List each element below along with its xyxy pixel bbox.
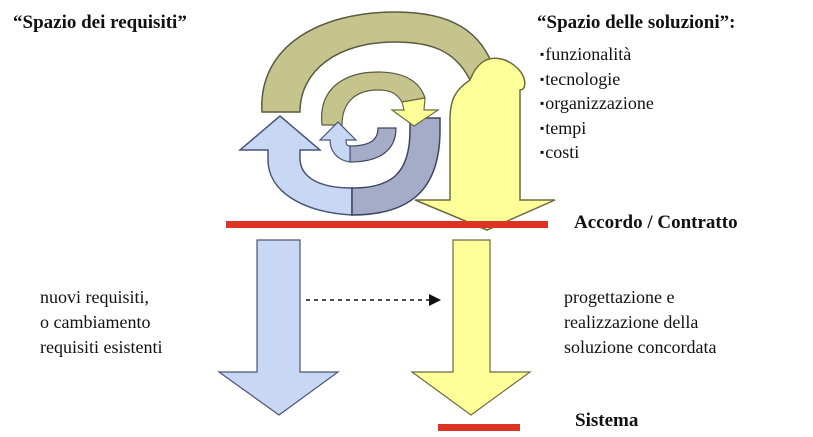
requirements-space-title: “Spazio dei requisiti” xyxy=(13,12,187,33)
new-requirements-line: nuovi requisiti, xyxy=(40,287,149,307)
solutions-space-title: “Spazio delle soluzioni”: xyxy=(537,12,736,33)
agreement-label: Accordo / Contratto xyxy=(574,212,738,233)
outer-blue-arrow xyxy=(237,115,353,216)
solutions-item: tecnologie xyxy=(540,67,654,92)
outer-yellow-arrow xyxy=(414,57,556,231)
solutions-list: funzionalità tecnologie organizzazione t… xyxy=(540,42,654,165)
right-yellow-down-arrow xyxy=(410,239,532,416)
inner-slate-arc xyxy=(349,127,397,163)
new-requirements-text: nuovi requisiti, o cambiamento requisiti… xyxy=(40,285,162,360)
system-bar xyxy=(438,424,520,431)
design-realization-text: progettazione e realizzazione della solu… xyxy=(564,285,716,360)
inner-blue-arrow xyxy=(318,121,358,163)
outer-slate-arc xyxy=(351,117,441,216)
solutions-item: organizzazione xyxy=(540,91,654,116)
left-blue-down-arrow xyxy=(217,239,340,416)
system-label: Sistema xyxy=(575,410,639,431)
agreement-bar xyxy=(226,221,548,228)
solutions-item: funzionalità xyxy=(540,42,654,67)
design-realization-line: soluzione concordata xyxy=(564,337,717,357)
new-requirements-line: requisiti esistenti xyxy=(40,337,163,357)
solutions-item: costi xyxy=(540,140,654,165)
design-realization-line: realizzazione della xyxy=(564,312,699,332)
solutions-item: tempi xyxy=(540,116,654,141)
design-realization-line: progettazione e xyxy=(564,287,675,307)
inner-yellow-arrow xyxy=(390,97,440,127)
new-requirements-line: o cambiamento xyxy=(40,312,151,332)
